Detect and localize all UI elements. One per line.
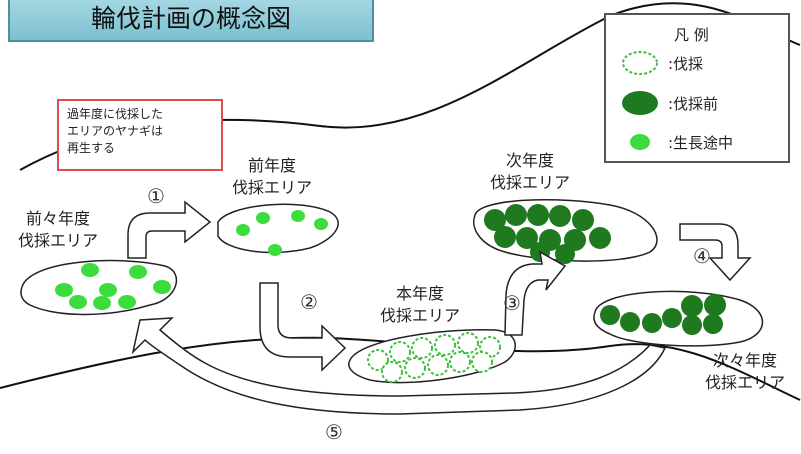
area-label-next-year: 次年度 [506, 151, 555, 170]
outline-tree-icon [622, 51, 658, 75]
note-line-3: 再生する [67, 141, 116, 155]
light-tree-icon [630, 134, 650, 150]
step-number-4: ④ [693, 244, 711, 268]
legend-label-cut: :伐採 [668, 54, 704, 73]
arrow-2 [259, 282, 347, 372]
area-label-next: 次年度 伐採エリア [490, 150, 570, 194]
dark-tree-icon [622, 91, 658, 115]
precut-trees [484, 204, 726, 335]
diagram-title-text: 輪伐計画の概念図 [90, 4, 291, 33]
arrow-4 [679, 223, 752, 282]
step-number-3: ③ [503, 291, 521, 315]
area-label-after-next-year: 次々年度 [713, 351, 778, 370]
cut-trees [367, 332, 501, 383]
growing-trees [55, 210, 328, 310]
area-label-after-next-area: 伐採エリア [705, 373, 786, 392]
area-label-last-year: 前年度 [248, 156, 297, 175]
arrow-1 [127, 200, 212, 259]
area-label-before-last-year: 前々年度 [26, 209, 91, 228]
area-label-after-next: 次々年度 伐採エリア [705, 350, 785, 394]
legend-item-growing: :生長途中 [618, 127, 733, 157]
area-label-before-last: 前々年度 伐採エリア [18, 208, 98, 252]
regrowth-note: 過年度に伐採した エリアのヤナギは 再生する [57, 99, 223, 171]
diagram-title: 輪伐計画の概念図 [8, 0, 374, 42]
arrow-5 [131, 317, 667, 415]
area-label-next-area: 伐採エリア [490, 173, 571, 192]
area-label-last-area: 伐採エリア [232, 178, 313, 197]
legend-label-growing: :生長途中 [668, 133, 734, 152]
area-label-current-year: 本年度 [396, 284, 445, 303]
area-label-current: 本年度 伐採エリア [380, 283, 460, 327]
legend-title: 凡 例 [674, 26, 709, 44]
area-label-current-area: 伐採エリア [380, 306, 461, 325]
note-line-2: エリアのヤナギは [67, 124, 164, 138]
area-label-last: 前年度 伐採エリア [232, 155, 312, 199]
legend: 凡 例 :伐採 :伐採前 :生長途中 [604, 13, 790, 163]
note-line-1: 過年度に伐採した [67, 107, 164, 121]
arrow-3 [504, 250, 567, 336]
area-outline-last [217, 203, 339, 254]
legend-label-precut: :伐採前 [668, 94, 719, 113]
legend-item-precut: :伐採前 [618, 88, 718, 118]
step-number-2: ② [300, 290, 318, 314]
legend-item-cut: :伐採 [618, 48, 703, 78]
step-number-1: ① [147, 184, 165, 208]
area-label-before-last-area: 伐採エリア [18, 231, 99, 250]
step-number-5: ⑤ [325, 420, 343, 444]
